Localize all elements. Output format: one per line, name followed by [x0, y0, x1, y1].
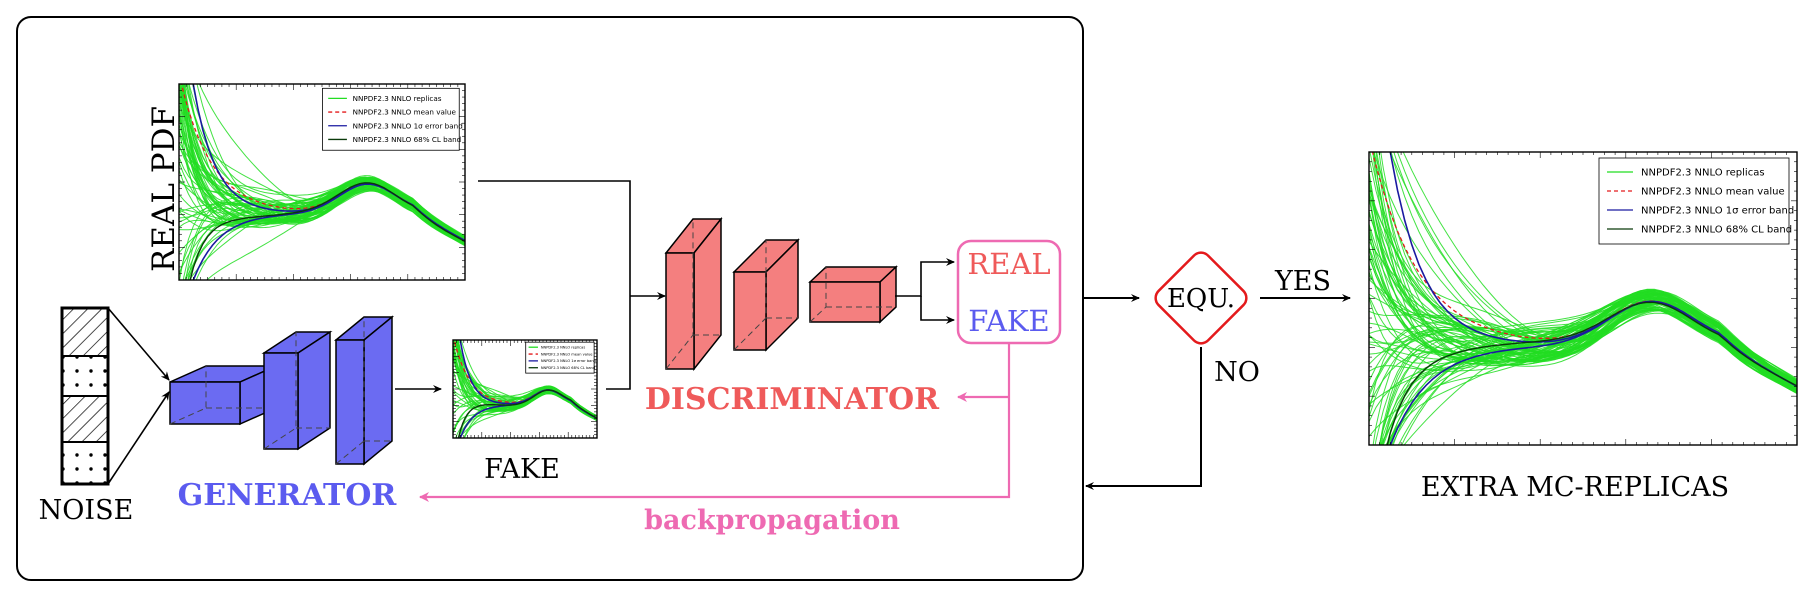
- replica-curve: [180, 84, 465, 245]
- replica-curve: [1369, 298, 1797, 437]
- decision-label: EQU.: [1167, 284, 1235, 314]
- decision-diamond: [1154, 251, 1248, 345]
- replica-curve: [179, 157, 465, 240]
- output-real: REAL: [967, 247, 1050, 281]
- extra-label: EXTRA MC-REPLICAS: [1421, 472, 1729, 503]
- replica-curve: [1369, 173, 1797, 383]
- generator-network: [169, 315, 395, 466]
- legend-entry-4: NNPDF2.3 NNLO 68% CL band: [353, 135, 462, 144]
- replica-curve: [1387, 298, 1797, 445]
- legend-entry-3: NNPDF2.3 NNLO 1σ error band: [1641, 206, 1794, 217]
- legend-entry-3: NNPDF2.3 NNLO 1σ error band: [541, 359, 596, 363]
- replica-curve: [183, 84, 465, 238]
- cl-lower: [1386, 301, 1797, 445]
- replica-curve: [1369, 233, 1797, 389]
- legend-entry-2: NNPDF2.3 NNLO mean value: [1641, 187, 1785, 198]
- legend-entry-1: NNPDF2.3 NNLO replicas: [1641, 168, 1765, 179]
- output-fake: FAKE: [968, 304, 1049, 338]
- legend-entry-2: NNPDF2.3 NNLO mean value: [541, 352, 593, 356]
- legend-entry-1: NNPDF2.3 NNLO replicas: [353, 94, 442, 103]
- no-label: NO: [1214, 357, 1260, 388]
- yes-label: YES: [1274, 266, 1331, 297]
- noise-label: NOISE: [39, 495, 134, 526]
- replica-curve: [179, 180, 465, 244]
- legend-entry-3: NNPDF2.3 NNLO 1σ error band: [353, 121, 463, 130]
- legend-entry-4: NNPDF2.3 NNLO 68% CL band: [1641, 225, 1792, 236]
- replica-curve: [453, 356, 597, 420]
- replica-curve: [1402, 152, 1797, 386]
- generator-label: GENERATOR: [178, 478, 398, 513]
- backprop-label: backpropagation: [644, 505, 900, 536]
- discriminator-layer-3: [808, 265, 898, 324]
- noise-stack: [60, 306, 110, 486]
- discriminator-label: DISCRIMINATOR: [645, 382, 940, 417]
- legend-entry-2: NNPDF2.3 NNLO mean value: [353, 108, 457, 117]
- discriminator-network: [664, 216, 898, 372]
- band-lower: [1389, 300, 1797, 445]
- cl-lower: [189, 182, 465, 280]
- replica-curve: [1369, 152, 1797, 380]
- discriminator-layer-2: [732, 238, 800, 352]
- fake-label: FAKE: [484, 454, 560, 485]
- legend-entry-1: NNPDF2.3 NNLO replicas: [541, 345, 586, 349]
- legend-entry-4: NNPDF2.3 NNLO 68% CL band: [541, 366, 595, 370]
- replica-curve: [1369, 184, 1797, 388]
- generator-layer-2: [261, 330, 333, 451]
- replica-curve: [459, 386, 597, 438]
- replica-curve: [1372, 294, 1797, 445]
- generator-layer-3: [333, 315, 395, 466]
- cl-lower: [457, 389, 597, 438]
- discriminator-layer-1: [664, 216, 723, 372]
- generator-layer-1: [169, 364, 277, 426]
- replica-curve: [453, 389, 597, 419]
- real-pdf-label: REAL PDF: [146, 106, 182, 272]
- replica-curve: [1369, 264, 1797, 392]
- replica-curve: [179, 182, 465, 242]
